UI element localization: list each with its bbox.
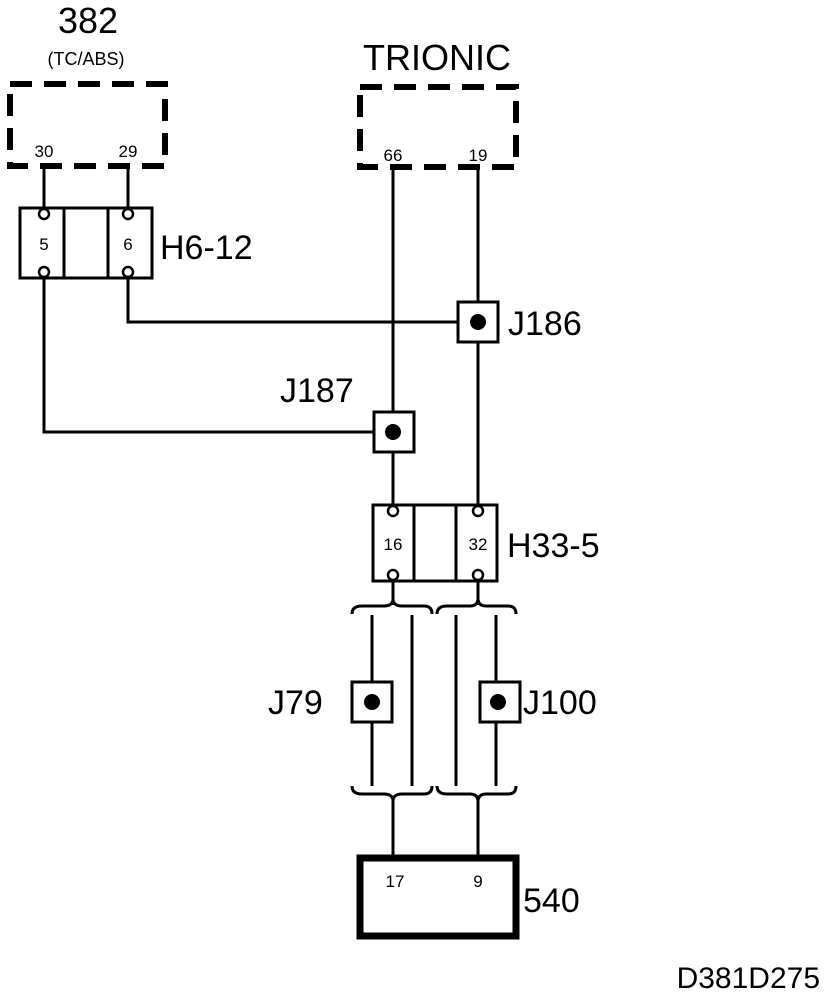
junction-j100: J100 (478, 680, 597, 724)
component-382: 382 (TC/ABS) 30 29 (7, 0, 168, 169)
brace-bottom-right (435, 785, 518, 801)
component-540-number: 540 (523, 882, 580, 920)
connector-h6-12-pin-6: 6 (123, 235, 132, 254)
connector-h6-12-pin-5: 5 (39, 235, 48, 254)
trionic-pin-19: 19 (469, 146, 488, 165)
connector-h33-5-body (371, 503, 499, 583)
connector-h33-5-pin-32: 32 (469, 535, 488, 554)
connector-h33-5-pin-16: 16 (384, 535, 403, 554)
connector-h6-12: 5 6 H6-12 (18, 206, 253, 280)
junction-j187: J187 (280, 372, 416, 454)
junction-j187-label: J187 (280, 372, 354, 410)
component-382-subtitle: (TC/ABS) (47, 49, 124, 69)
trionic-outline (357, 84, 519, 170)
component-trionic: TRIONIC 66 19 (357, 37, 519, 170)
component-540-outline (356, 854, 520, 940)
wire-h6-6-to-j186 (126, 278, 458, 324)
connector-h6-12-label: H6-12 (160, 229, 253, 267)
junction-j100-label: J100 (523, 684, 597, 722)
trionic-title: TRIONIC (363, 37, 511, 78)
junction-j186-label: J186 (508, 305, 582, 343)
brace-bottom-left (350, 785, 434, 801)
component-540-pin-17: 17 (386, 872, 405, 891)
wire-h6-5-to-j187 (42, 278, 374, 434)
brace-top-left (350, 599, 434, 615)
component-382-pin-29: 29 (119, 142, 138, 161)
junction-j79-label: J79 (268, 684, 323, 722)
junction-j186: J186 (456, 300, 582, 344)
connector-h33-5: 16 32 H33-5 (371, 503, 600, 583)
junction-j79: J79 (268, 680, 394, 724)
component-382-number: 382 (58, 0, 118, 41)
component-540: 17 9 540 (356, 854, 580, 940)
component-540-pin-9: 9 (473, 872, 482, 891)
drawing-id: D381D275 (677, 962, 820, 995)
connector-h33-5-label: H33-5 (507, 527, 600, 565)
trionic-pin-66: 66 (384, 146, 403, 165)
brace-top-right (435, 599, 518, 615)
component-382-outline (7, 81, 168, 169)
component-382-pin-30: 30 (35, 142, 54, 161)
